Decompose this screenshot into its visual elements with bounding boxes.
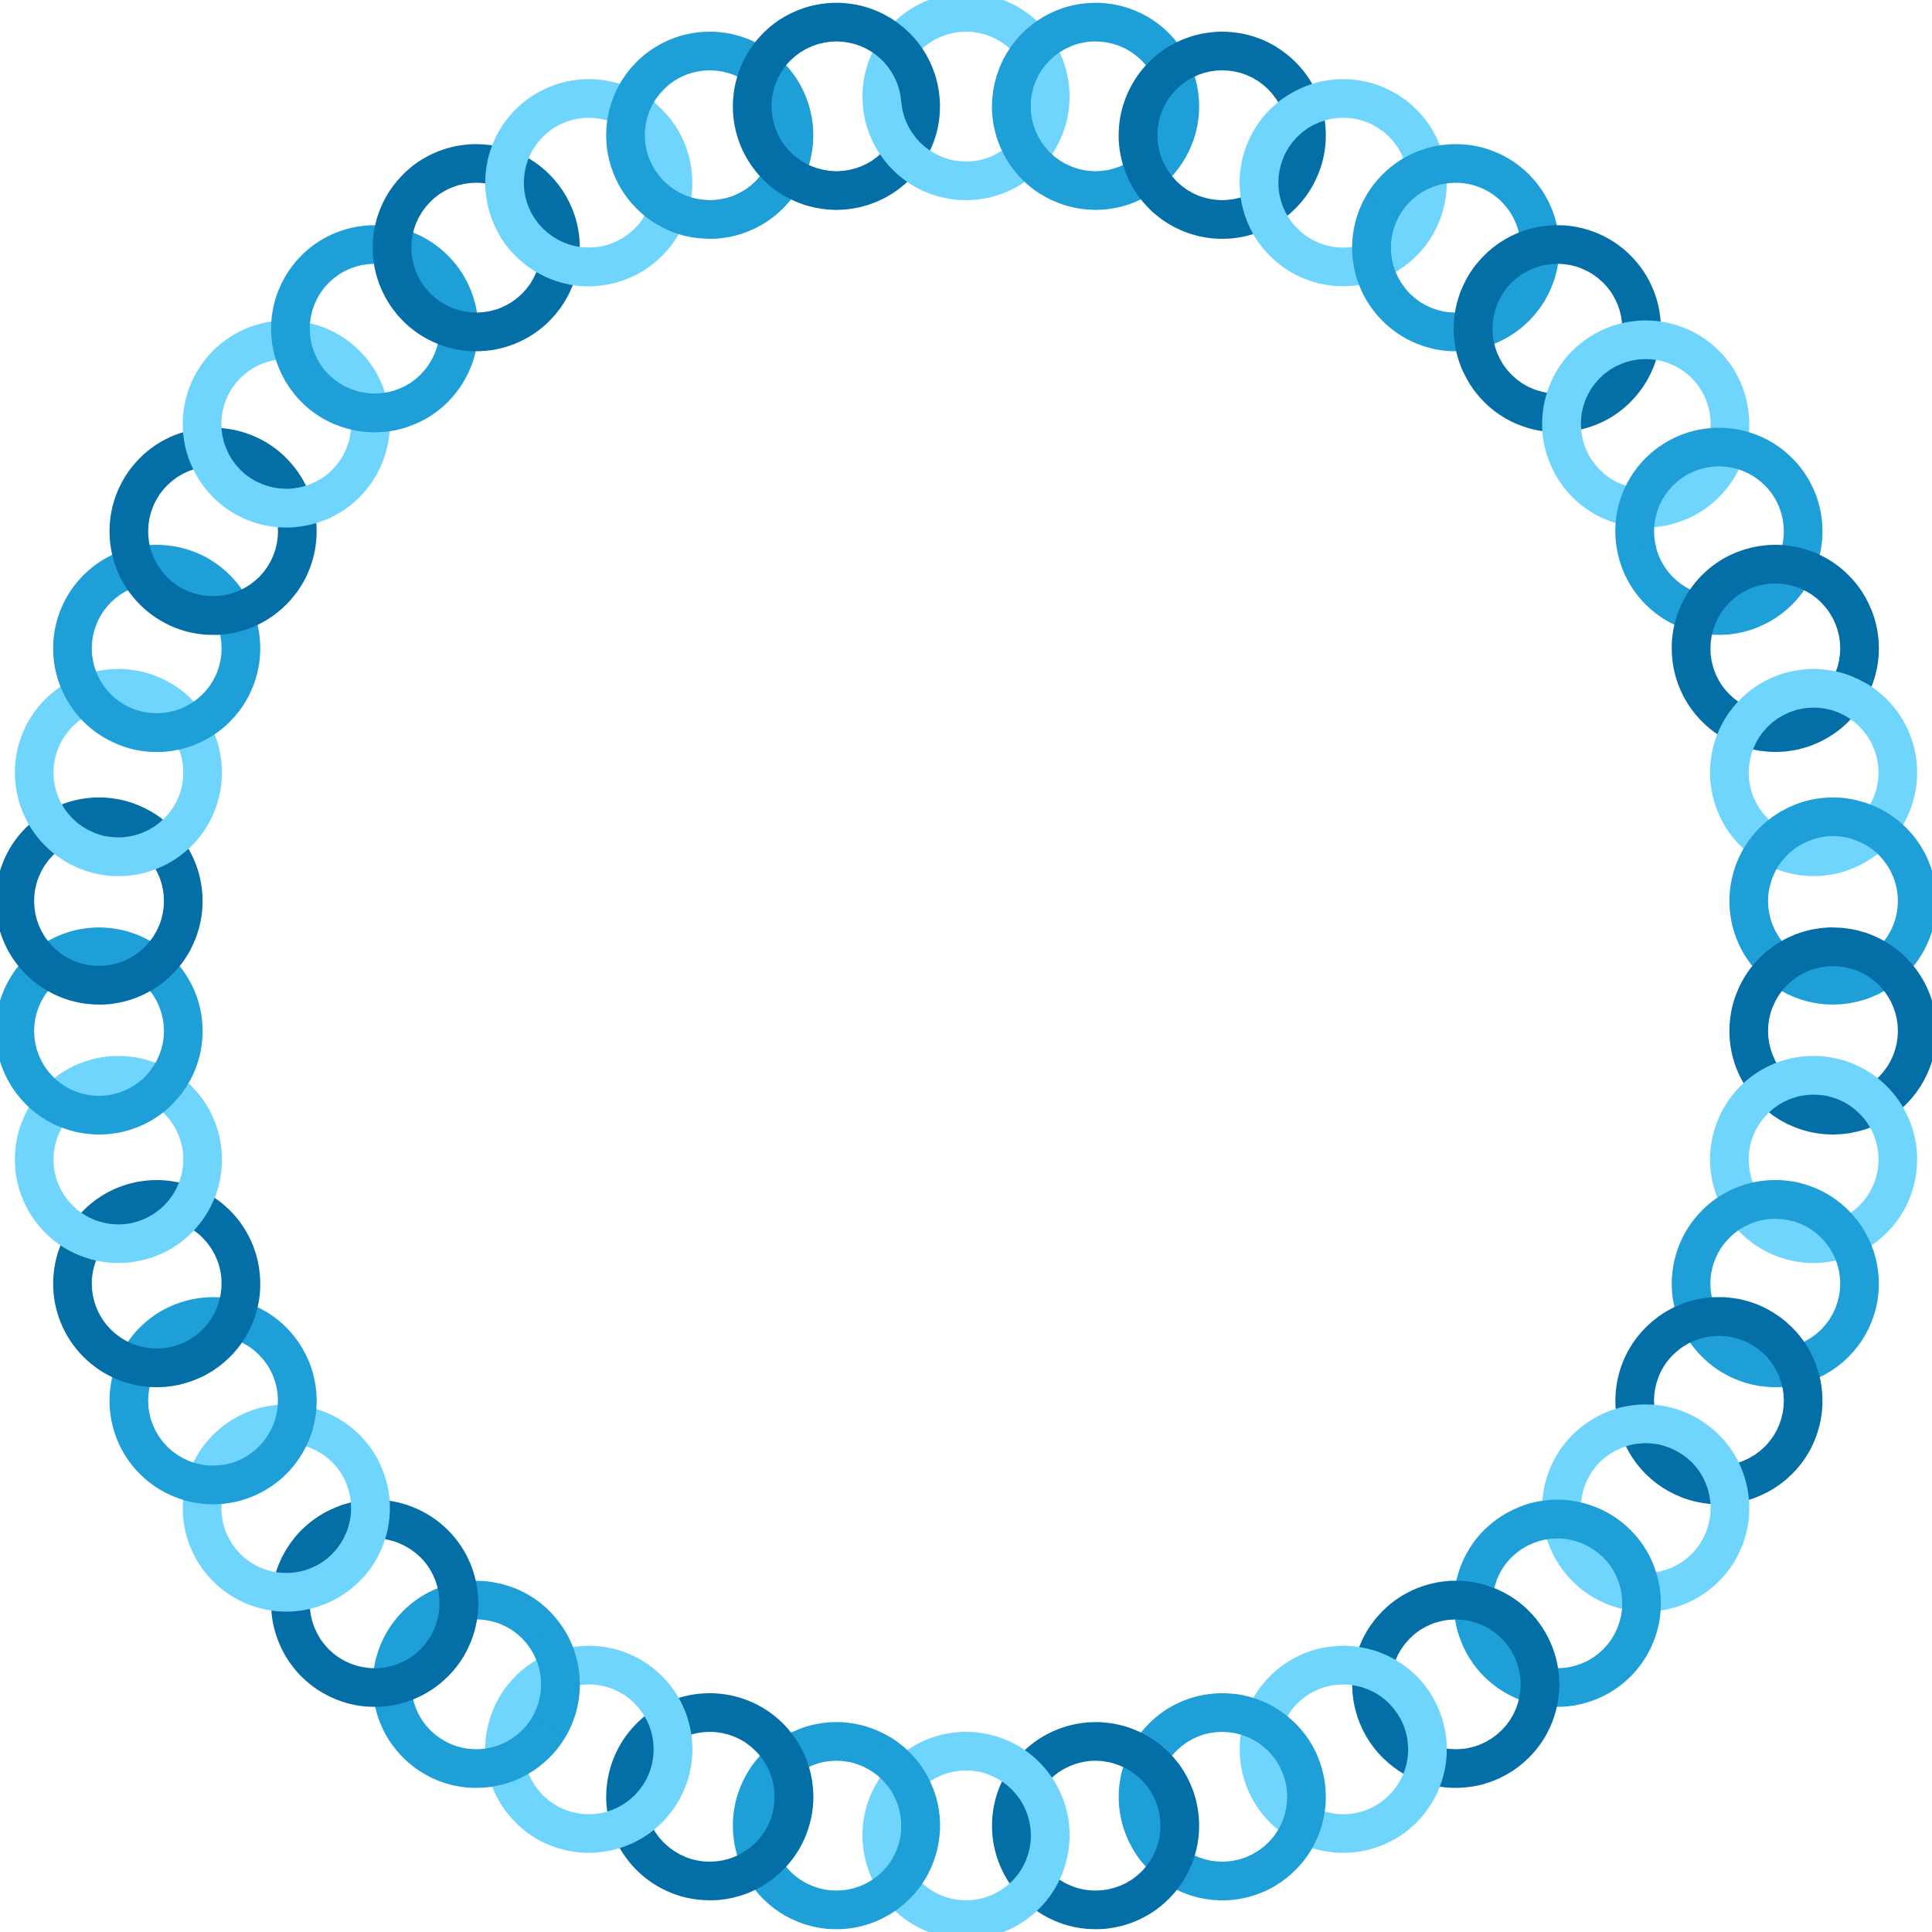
chain-link-22-over [843,1722,940,1866]
chain-link-34-over [53,649,242,752]
chain-link-30 [15,1056,223,1264]
chain-link-31 [0,927,203,1135]
chain-link-9 [1709,668,1917,876]
chain-link-weave-32 [99,908,203,1005]
chain-link-12-over [1709,1056,1893,1155]
chain-link-41 [733,2,940,210]
chain-link-2-over [1118,31,1219,230]
chain-link-weave-22 [843,1722,940,1866]
chain-link-weave-2 [1118,31,1219,230]
chain-link-weave-34 [53,649,242,752]
chain-link-19 [1118,1693,1326,1901]
chain-link-weave-13 [1690,1180,1879,1283]
chain-link-weave-11 [1729,927,1833,1024]
chain-link-13-over [1690,1180,1879,1283]
chain-link-weave-33 [39,777,223,876]
chain-link-20 [992,1722,1199,1930]
chain-link-40 [606,31,814,239]
chain-link-0 [862,0,1070,200]
chain-link-21 [862,1732,1070,1932]
chain-link-11-over [1729,927,1833,1024]
chain-link-33-over [39,777,223,876]
chain-link-weave-23 [713,1702,814,1901]
chain-link-23-over [713,1702,814,1901]
chain-link-weave-12 [1709,1056,1893,1155]
chain-link-weave-1 [992,66,1089,210]
chain-link-10 [1729,797,1932,1005]
chain-link-1-over [992,66,1089,210]
chain-link-32-over [99,908,203,1005]
